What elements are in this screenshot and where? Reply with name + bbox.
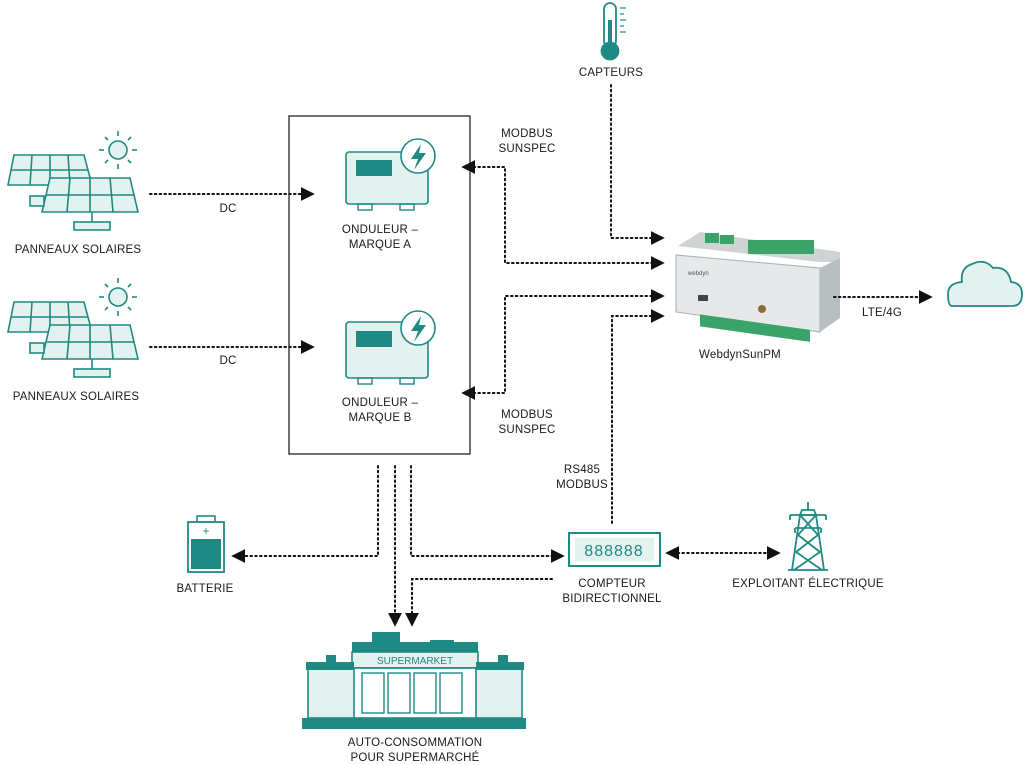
lightning-icon [400, 310, 436, 346]
rs485-label-line2: MODBUS [556, 479, 608, 491]
sensors-link [610, 84, 665, 245]
rs485-link [611, 309, 665, 524]
modbus-label-top-line2: SUNSPEC [499, 143, 556, 155]
dc-label-top: DC [219, 203, 236, 215]
grid-operator-label: EXPLOITANT ÉLECTRIQUE [732, 577, 884, 590]
meter-icon: 888888 [568, 532, 661, 567]
modbus-label-top-line1: MODBUS [501, 128, 553, 140]
solar-panels-label-bottom: PANNEAUX SOLAIRES [13, 391, 140, 403]
inverter-a-label-line2: MARQUE A [349, 239, 411, 251]
meter-label-line1: COMPTEUR [578, 578, 645, 590]
gateway-device-icon: webdyn [675, 232, 840, 342]
battery-link [231, 465, 379, 563]
supermarket-sign: SUPERMARKET [377, 656, 453, 667]
cloud-icon [947, 260, 1023, 307]
inverter-a-label-line1: ONDULEUR – [342, 224, 419, 236]
sun-icon [99, 278, 137, 316]
lte-label: LTE/4G [862, 307, 902, 319]
meter-display: 888888 [584, 543, 643, 560]
solar-panel-icon [7, 154, 140, 231]
solar-panels-label-top: PANNEAUX SOLAIRES [15, 244, 142, 256]
dc-label-bottom: DC [219, 355, 236, 367]
sensors-label: CAPTEURS [579, 67, 643, 79]
consumption-label-line2: POUR SUPERMARCHÉ [350, 751, 479, 764]
lightning-icon [400, 138, 436, 174]
pylon-icon [788, 502, 828, 571]
modbus-link-b [461, 289, 665, 400]
consumption-label-line1: AUTO-CONSOMMATION [348, 737, 483, 749]
modbus-label-bottom-line1: MODBUS [501, 409, 553, 421]
meter-label-line2: BIDIRECTIONNEL [562, 593, 662, 605]
gateway-brand-text: webdyn [687, 271, 709, 277]
inverter-group-box [288, 115, 471, 455]
battery-plus-sign: + [202, 524, 209, 538]
modbus-link-a [461, 160, 665, 270]
supermarket-icon: SUPERMARKET [302, 632, 526, 729]
battery-label: BATTERIE [177, 583, 234, 595]
solar-panel-icon [7, 301, 140, 378]
meter-to-supermarket-link [405, 578, 553, 627]
rs485-label-line1: RS485 [564, 464, 600, 476]
inverter-b-label-line1: ONDULEUR – [342, 397, 419, 409]
battery-icon: + [187, 515, 225, 573]
modbus-label-bottom-line2: SUNSPEC [499, 424, 556, 436]
inverter-b-label-line2: MARQUE B [349, 412, 412, 424]
sun-icon [99, 131, 137, 169]
thermometer-icon [600, 2, 626, 61]
gateway-label: WebdynSunPM [699, 349, 781, 361]
meter-feed-link [410, 465, 565, 563]
